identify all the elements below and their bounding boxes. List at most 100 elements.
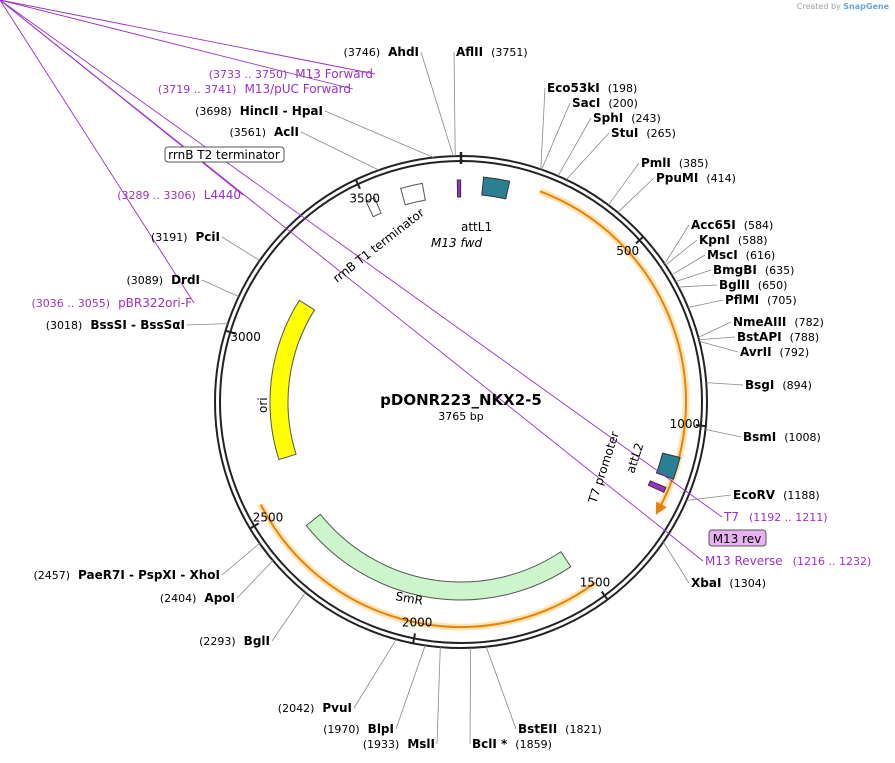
attl2-block (655, 452, 681, 480)
enzyme-label: NmeAIII (782) (733, 315, 824, 329)
enzyme-label: (1933)MslI (363, 737, 435, 751)
enzyme-pos: (2457) (33, 569, 70, 582)
leader-2 (540, 87, 546, 170)
rrnb-t1-block (400, 182, 426, 206)
tick-mark-1500 (600, 590, 609, 601)
plasmid-length: 3765 bp (438, 410, 483, 423)
enzyme-pos: (3746) (344, 46, 381, 59)
attl1-block (481, 176, 511, 200)
enzyme-pos: (1859) (515, 738, 552, 751)
enzyme-pos: (3698) (195, 105, 232, 118)
leader-lines (0, 0, 744, 745)
tick-mark-3500 (354, 179, 361, 190)
enzyme-pos: (2404) (160, 592, 197, 605)
primer-label: (3289 .. 3306)L4440 (117, 188, 241, 202)
enzyme-label: PpuMI(414) (656, 171, 736, 185)
primer-leader-0 (0, 0, 376, 75)
enzyme-label: EcoRV (1188) (733, 488, 820, 502)
enzyme-name: KpnI (699, 233, 730, 247)
enzyme-pos: (588) (738, 234, 768, 247)
enzyme-name: PciI (196, 230, 221, 244)
enzyme-label: (3561)AclI (229, 125, 299, 139)
primer-label: T7(1192 .. 1211) (723, 510, 828, 524)
ori-band (269, 299, 316, 461)
tick-mark-500 (635, 236, 644, 245)
enzyme-label: BstAPI(788) (737, 330, 819, 344)
enzyme-label: Acc65I(584) (691, 218, 773, 232)
enzyme-label: SacI(200) (572, 96, 638, 110)
enzyme-name: NmeAIII (733, 315, 786, 329)
enzyme-name: ApoI (204, 591, 235, 605)
primer-leader-5 (0, 0, 704, 562)
tick-label-3500: 3500 (349, 192, 380, 206)
primer-label: M13 Reverse(1216 .. 1232) (705, 554, 871, 568)
enzyme-name: Acc65I (691, 218, 736, 232)
enzyme-label: KpnI (588) (699, 233, 768, 247)
primer-label: (3733 .. 3750)M13 Forward (209, 67, 373, 81)
primer-name: M13 Forward (295, 67, 373, 81)
primer-pos: (1192 .. 1211) (749, 511, 828, 524)
enzyme-label: Eco53kI (198) (547, 81, 637, 95)
leader-10 (671, 254, 706, 276)
enzyme-name: EcoRV (733, 488, 776, 502)
enzyme-name: BclI * (472, 737, 508, 751)
tick-label-3000: 3000 (230, 330, 261, 344)
enzyme-pos: (198) (608, 82, 638, 95)
smr-label: SmR (394, 589, 424, 608)
leader-14 (698, 321, 732, 338)
enzyme-pos: (792) (780, 346, 810, 359)
primer-name: L4440 (204, 188, 241, 202)
site-labels: (3746) AhdI AflII(3751) Eco53kI (198)SacI(20… (32, 45, 872, 751)
enzyme-name: AclI (274, 125, 299, 139)
leader-22 (469, 647, 472, 745)
enzyme-name: BmgBI (713, 263, 757, 277)
enzyme-name: HincII - HpaI (240, 104, 323, 118)
m13rev-label: M13 rev (713, 532, 762, 546)
enzyme-pos: (788) (790, 331, 820, 344)
tick-mark-2500 (249, 522, 260, 530)
enzyme-pos: (3191) (151, 231, 188, 244)
enzyme-pos: (1970) (323, 723, 360, 736)
enzyme-label: BstEII(1821) (518, 722, 602, 736)
enzyme-name: MscI (707, 248, 738, 262)
enzyme-label: AflII(3751) (456, 45, 528, 59)
enzyme-label: StuI(265) (611, 126, 676, 140)
leader-20 (662, 541, 690, 584)
tick-label-1000: 1000 (670, 417, 701, 431)
enzyme-name: AhdI (388, 45, 419, 59)
enzyme-name: StuI (611, 126, 638, 140)
leader-26 (271, 592, 306, 642)
leader-11 (675, 269, 712, 283)
leader-33 (324, 110, 434, 158)
primer-leader-1 (0, 0, 354, 90)
tick-mark-1000 (695, 424, 706, 428)
enzyme-name: SphI (593, 111, 623, 125)
enzyme-label: BclI * (1859) (472, 737, 552, 751)
orf-bottom-line (259, 504, 596, 628)
enzyme-name: SacI (572, 96, 600, 110)
enzyme-label: (3191) PciI (151, 230, 220, 244)
enzyme-name: Eco53kI (547, 81, 600, 95)
enzyme-label: (3018)BssSI - BssSαI (46, 318, 185, 332)
leader-0 (420, 51, 454, 157)
tick-label-1500: 1500 (580, 576, 611, 590)
enzyme-pos: (782) (794, 316, 824, 329)
rrnb-t2-box: rrnB T2 terminator (164, 146, 285, 163)
credit-brand: SnapGene (843, 2, 889, 11)
primer-pos: (3719 .. 3741) (158, 83, 237, 96)
enzyme-name: PmlI (641, 156, 671, 170)
plasmid-name: pDONR223_NKX2-5 (380, 391, 542, 409)
leader-25 (353, 639, 397, 709)
enzyme-pos: (1188) (783, 489, 820, 502)
leader-28 (221, 543, 260, 576)
enzyme-name: PflMI (725, 293, 759, 307)
enzyme-pos: (1933) (363, 738, 400, 751)
enzyme-name: BssSI - BssSαI (90, 318, 185, 332)
primer-leader-4 (0, 0, 723, 518)
enzyme-label: MscI(616) (707, 248, 775, 262)
enzyme-pos: (1821) (565, 723, 602, 736)
primer-label: (3719 .. 3741)M13/pUC Forward (158, 82, 351, 96)
enzyme-label: (2457)PaeR7I - PspXI - XhoI (33, 568, 220, 582)
enzyme-label: BmgBI(635) (713, 263, 794, 277)
